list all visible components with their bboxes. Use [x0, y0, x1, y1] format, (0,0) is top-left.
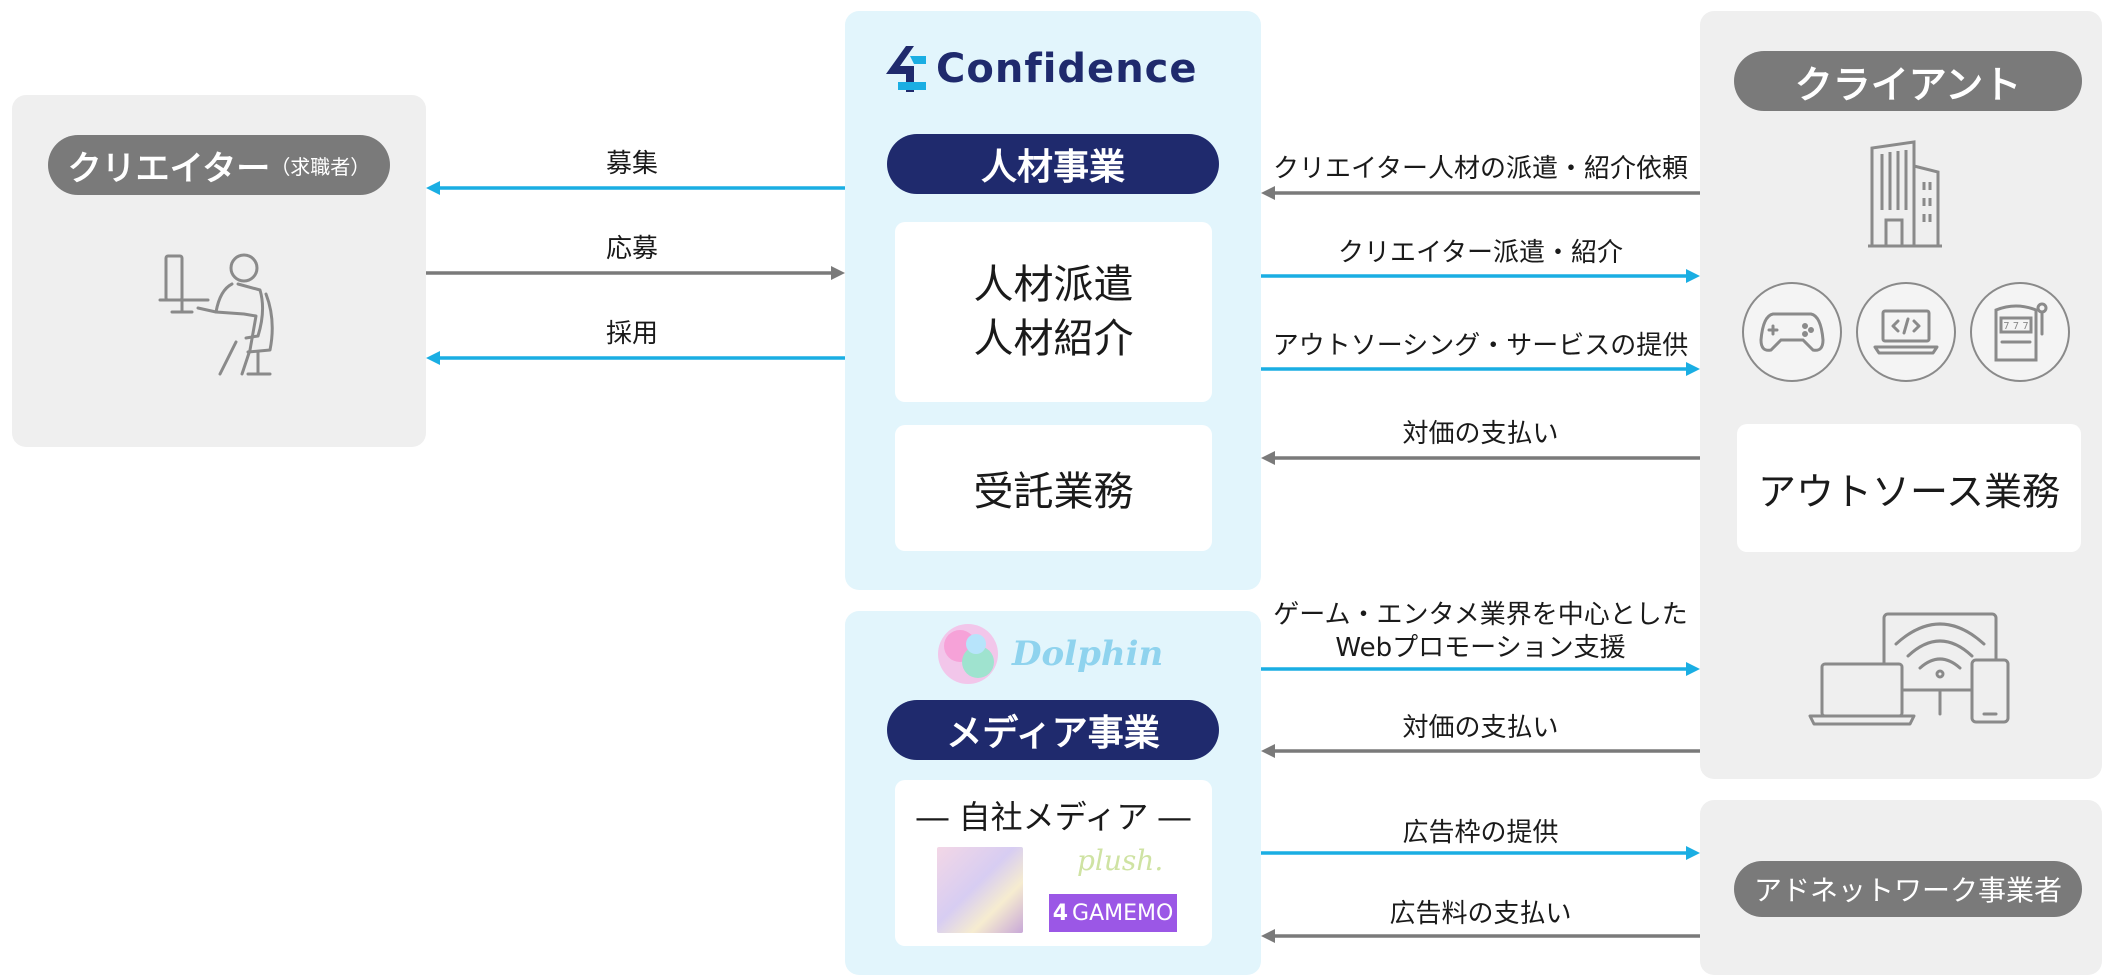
adnetwork-title-pill: アドネットワーク事業者	[1734, 861, 2082, 917]
confidence-logo: Confidence	[884, 44, 1198, 94]
hr-business-pill: 人材事業	[887, 134, 1219, 194]
own-media-label: ― 自社メディア ―	[916, 798, 1191, 836]
outsource-label: アウトソース業務	[1757, 469, 2061, 514]
hr-business-label: 人材事業	[980, 147, 1125, 188]
building-icon	[1868, 140, 1942, 248]
confidence-logo-icon	[886, 46, 926, 92]
svg-text:7 7 7: 7 7 7	[2003, 321, 2028, 332]
gamepad-icon	[1759, 312, 1825, 352]
creator-subtitle: （求職者）	[270, 154, 371, 179]
payment-label-1: 対価の支払い	[1402, 419, 1559, 449]
gamepad-icon-circle	[1742, 282, 1842, 382]
gamemo-logo-icon: 4	[1052, 900, 1069, 926]
gamemo-logo: 4 GAMEMO	[1049, 894, 1177, 932]
promotion-label-line2: Webプロモーション支援	[1335, 633, 1626, 663]
dolphin-logo-bubble-icon	[938, 624, 998, 684]
person-at-desk-icon	[158, 253, 274, 376]
recruit-label: 募集	[605, 149, 658, 179]
gamemo-logo-text: GAMEMO	[1072, 900, 1174, 926]
media-business-pill: メディア事業	[887, 700, 1219, 760]
client-title-pill: クライアント	[1734, 51, 2082, 111]
confidence-logo-text: Confidence	[936, 46, 1198, 92]
slot-machine-icon-circle: 7 7 7	[1970, 282, 2070, 382]
laptop-code-icon	[1873, 309, 1939, 355]
slot-machine-icon: 7 7 7	[1994, 302, 2048, 362]
payment-label-2: 対価の支払い	[1402, 713, 1559, 743]
laptop-code-icon-circle	[1856, 282, 1956, 382]
contract-work-label: 受託業務	[973, 469, 1134, 515]
client-panel	[1700, 11, 2102, 779]
media-business-label: メディア事業	[946, 713, 1160, 754]
creator-title: クリエイター	[67, 148, 271, 189]
media-thumbnail	[937, 847, 1023, 933]
own-media-box: ― 自社メディア ― plush. 4 GAMEMO	[895, 780, 1212, 946]
dispatch-label: クリエイター派遣・紹介	[1338, 238, 1623, 268]
placement-label: 人材紹介	[973, 316, 1134, 362]
adspace-label: 広告枠の提供	[1402, 818, 1559, 848]
outsource-box: アウトソース業務	[1737, 424, 2081, 552]
outsourcing-label: アウトソーシング・サービスの提供	[1272, 331, 1689, 361]
client-title: クライアント	[1794, 62, 2022, 107]
plush-logo: plush.	[1077, 844, 1164, 877]
creator-title-pill: クリエイター （求職者）	[48, 135, 390, 195]
promotion-label-line1: ゲーム・エンタメ業界を中心とした	[1273, 600, 1688, 630]
apply-label: 応募	[605, 234, 658, 264]
staffing-box: 人材派遣 人材紹介	[895, 222, 1212, 402]
hire-label: 採用	[605, 319, 658, 349]
staffing-label: 人材派遣	[973, 262, 1134, 308]
adfee-label: 広告料の支払い	[1389, 899, 1572, 929]
request-label: クリエイター人材の派遣・紹介依頼	[1273, 154, 1688, 184]
dolphin-logo: Dolphin	[936, 622, 1163, 686]
contract-work-box: 受託業務	[895, 425, 1212, 551]
devices-wifi-icon	[1808, 612, 2010, 726]
dolphin-logo-text: Dolphin	[1012, 634, 1164, 674]
adnetwork-title: アドネットワーク事業者	[1753, 874, 2062, 907]
